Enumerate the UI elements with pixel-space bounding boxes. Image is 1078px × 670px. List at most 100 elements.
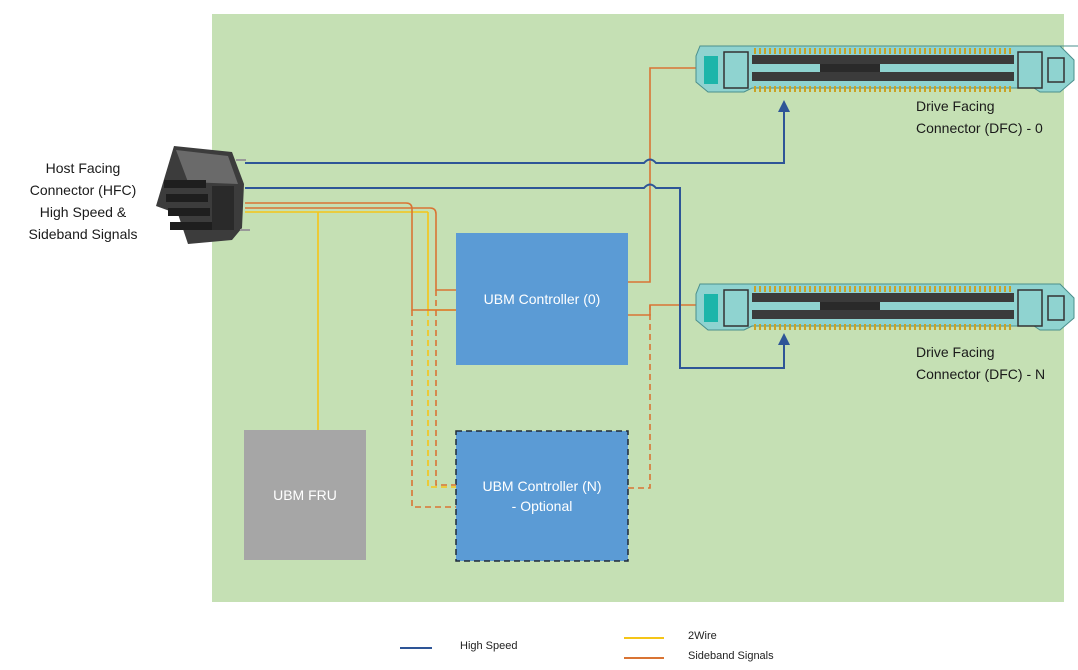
dfc-n-label-line: Drive Facing: [916, 344, 995, 360]
connector-pin: [994, 324, 996, 330]
connector-pin: [944, 324, 946, 330]
connector-pin: [799, 86, 801, 92]
ubm-controller-n-box: [455, 430, 629, 562]
connector-pin: [959, 86, 961, 92]
high-speed-arrowhead-dfc-n: [778, 333, 790, 345]
connector-pin: [949, 86, 951, 92]
connector-pin: [789, 48, 791, 54]
connector-pin: [964, 324, 966, 330]
connector-pin: [974, 324, 976, 330]
connector-pin: [1004, 286, 1006, 292]
connector-pin: [994, 48, 996, 54]
connector-pin: [859, 48, 861, 54]
connector-pin: [899, 286, 901, 292]
connector-pin: [794, 324, 796, 330]
connector-pin: [939, 324, 941, 330]
connector-pin: [1004, 86, 1006, 92]
connector-pin: [829, 86, 831, 92]
connector-pin: [824, 324, 826, 330]
connector-pin: [939, 286, 941, 292]
connector-pin: [769, 286, 771, 292]
connector-pin: [914, 286, 916, 292]
connector-pin: [779, 286, 781, 292]
sideband-line-hfc-2: [245, 207, 456, 291]
connector-pin: [949, 48, 951, 54]
connector-pin: [864, 324, 866, 330]
connector-pin: [874, 324, 876, 330]
connector-pin: [784, 324, 786, 330]
host-facing-connector-image: [156, 146, 250, 244]
drive-facing-connector-0-image: [695, 45, 1078, 93]
connector-pin: [789, 324, 791, 330]
connector-pin: [919, 324, 921, 330]
connector-pin: [804, 48, 806, 54]
connector-pin: [759, 86, 761, 92]
connector-pin: [999, 324, 1001, 330]
drive-facing-connector-n-image: [695, 283, 1075, 331]
connector-pin: [799, 48, 801, 54]
connector-pin: [844, 48, 846, 54]
connector-pin: [764, 86, 766, 92]
connector-pin: [954, 324, 956, 330]
connector-pin: [1009, 286, 1011, 292]
sideband-line-hfc-1: [245, 202, 456, 311]
connector-pin: [929, 286, 931, 292]
connector-pin: [979, 48, 981, 54]
connector-pin: [759, 324, 761, 330]
connector-pin: [869, 286, 871, 292]
connector-pin: [774, 86, 776, 92]
connector-pin: [924, 86, 926, 92]
connector-pin: [849, 324, 851, 330]
connector-pin: [854, 48, 856, 54]
ubm-controller-0-label: UBM Controller (0): [456, 233, 628, 365]
connector-pin: [934, 286, 936, 292]
connector-pin: [789, 286, 791, 292]
connector-pin: [784, 286, 786, 292]
connector-pin: [979, 324, 981, 330]
connector-pin: [879, 286, 881, 292]
connector-pin: [909, 286, 911, 292]
connector-pin: [859, 286, 861, 292]
high-speed-line-dfc-n: [245, 183, 785, 369]
connector-pin: [914, 86, 916, 92]
connector-pin: [904, 86, 906, 92]
connector-pin: [894, 286, 896, 292]
connector-pin: [759, 286, 761, 292]
connector-pin: [819, 324, 821, 330]
connector-pin: [834, 48, 836, 54]
connector-pin: [889, 324, 891, 330]
high-speed-line-dfc-0: [245, 108, 785, 164]
connector-pin: [889, 48, 891, 54]
connector-pin: [854, 286, 856, 292]
connector-pin: [999, 286, 1001, 292]
connector-pin: [859, 324, 861, 330]
connector-pin: [934, 324, 936, 330]
connector-pin: [854, 86, 856, 92]
connector-pin: [879, 324, 881, 330]
connector-pin: [964, 48, 966, 54]
connector-pin: [919, 286, 921, 292]
connector-pin: [949, 324, 951, 330]
connector-pin: [1009, 324, 1011, 330]
connector-pin: [914, 324, 916, 330]
connector-pin: [929, 324, 931, 330]
connector-pin: [929, 86, 931, 92]
connector-pin: [819, 286, 821, 292]
connector-pin: [794, 286, 796, 292]
connector-pin: [804, 86, 806, 92]
connector-pin: [784, 48, 786, 54]
connector-pin: [864, 86, 866, 92]
connector-pin: [994, 286, 996, 292]
connector-pin: [839, 86, 841, 92]
connector-pin: [779, 48, 781, 54]
connector-pin: [799, 286, 801, 292]
connector-pin: [884, 324, 886, 330]
connector-pin: [924, 48, 926, 54]
connector-pin: [999, 86, 1001, 92]
connector-pin: [809, 324, 811, 330]
connector-pin: [784, 86, 786, 92]
connector-pin: [859, 86, 861, 92]
connector-pin: [769, 324, 771, 330]
hfc-label-line: Host Facing: [45, 160, 121, 176]
